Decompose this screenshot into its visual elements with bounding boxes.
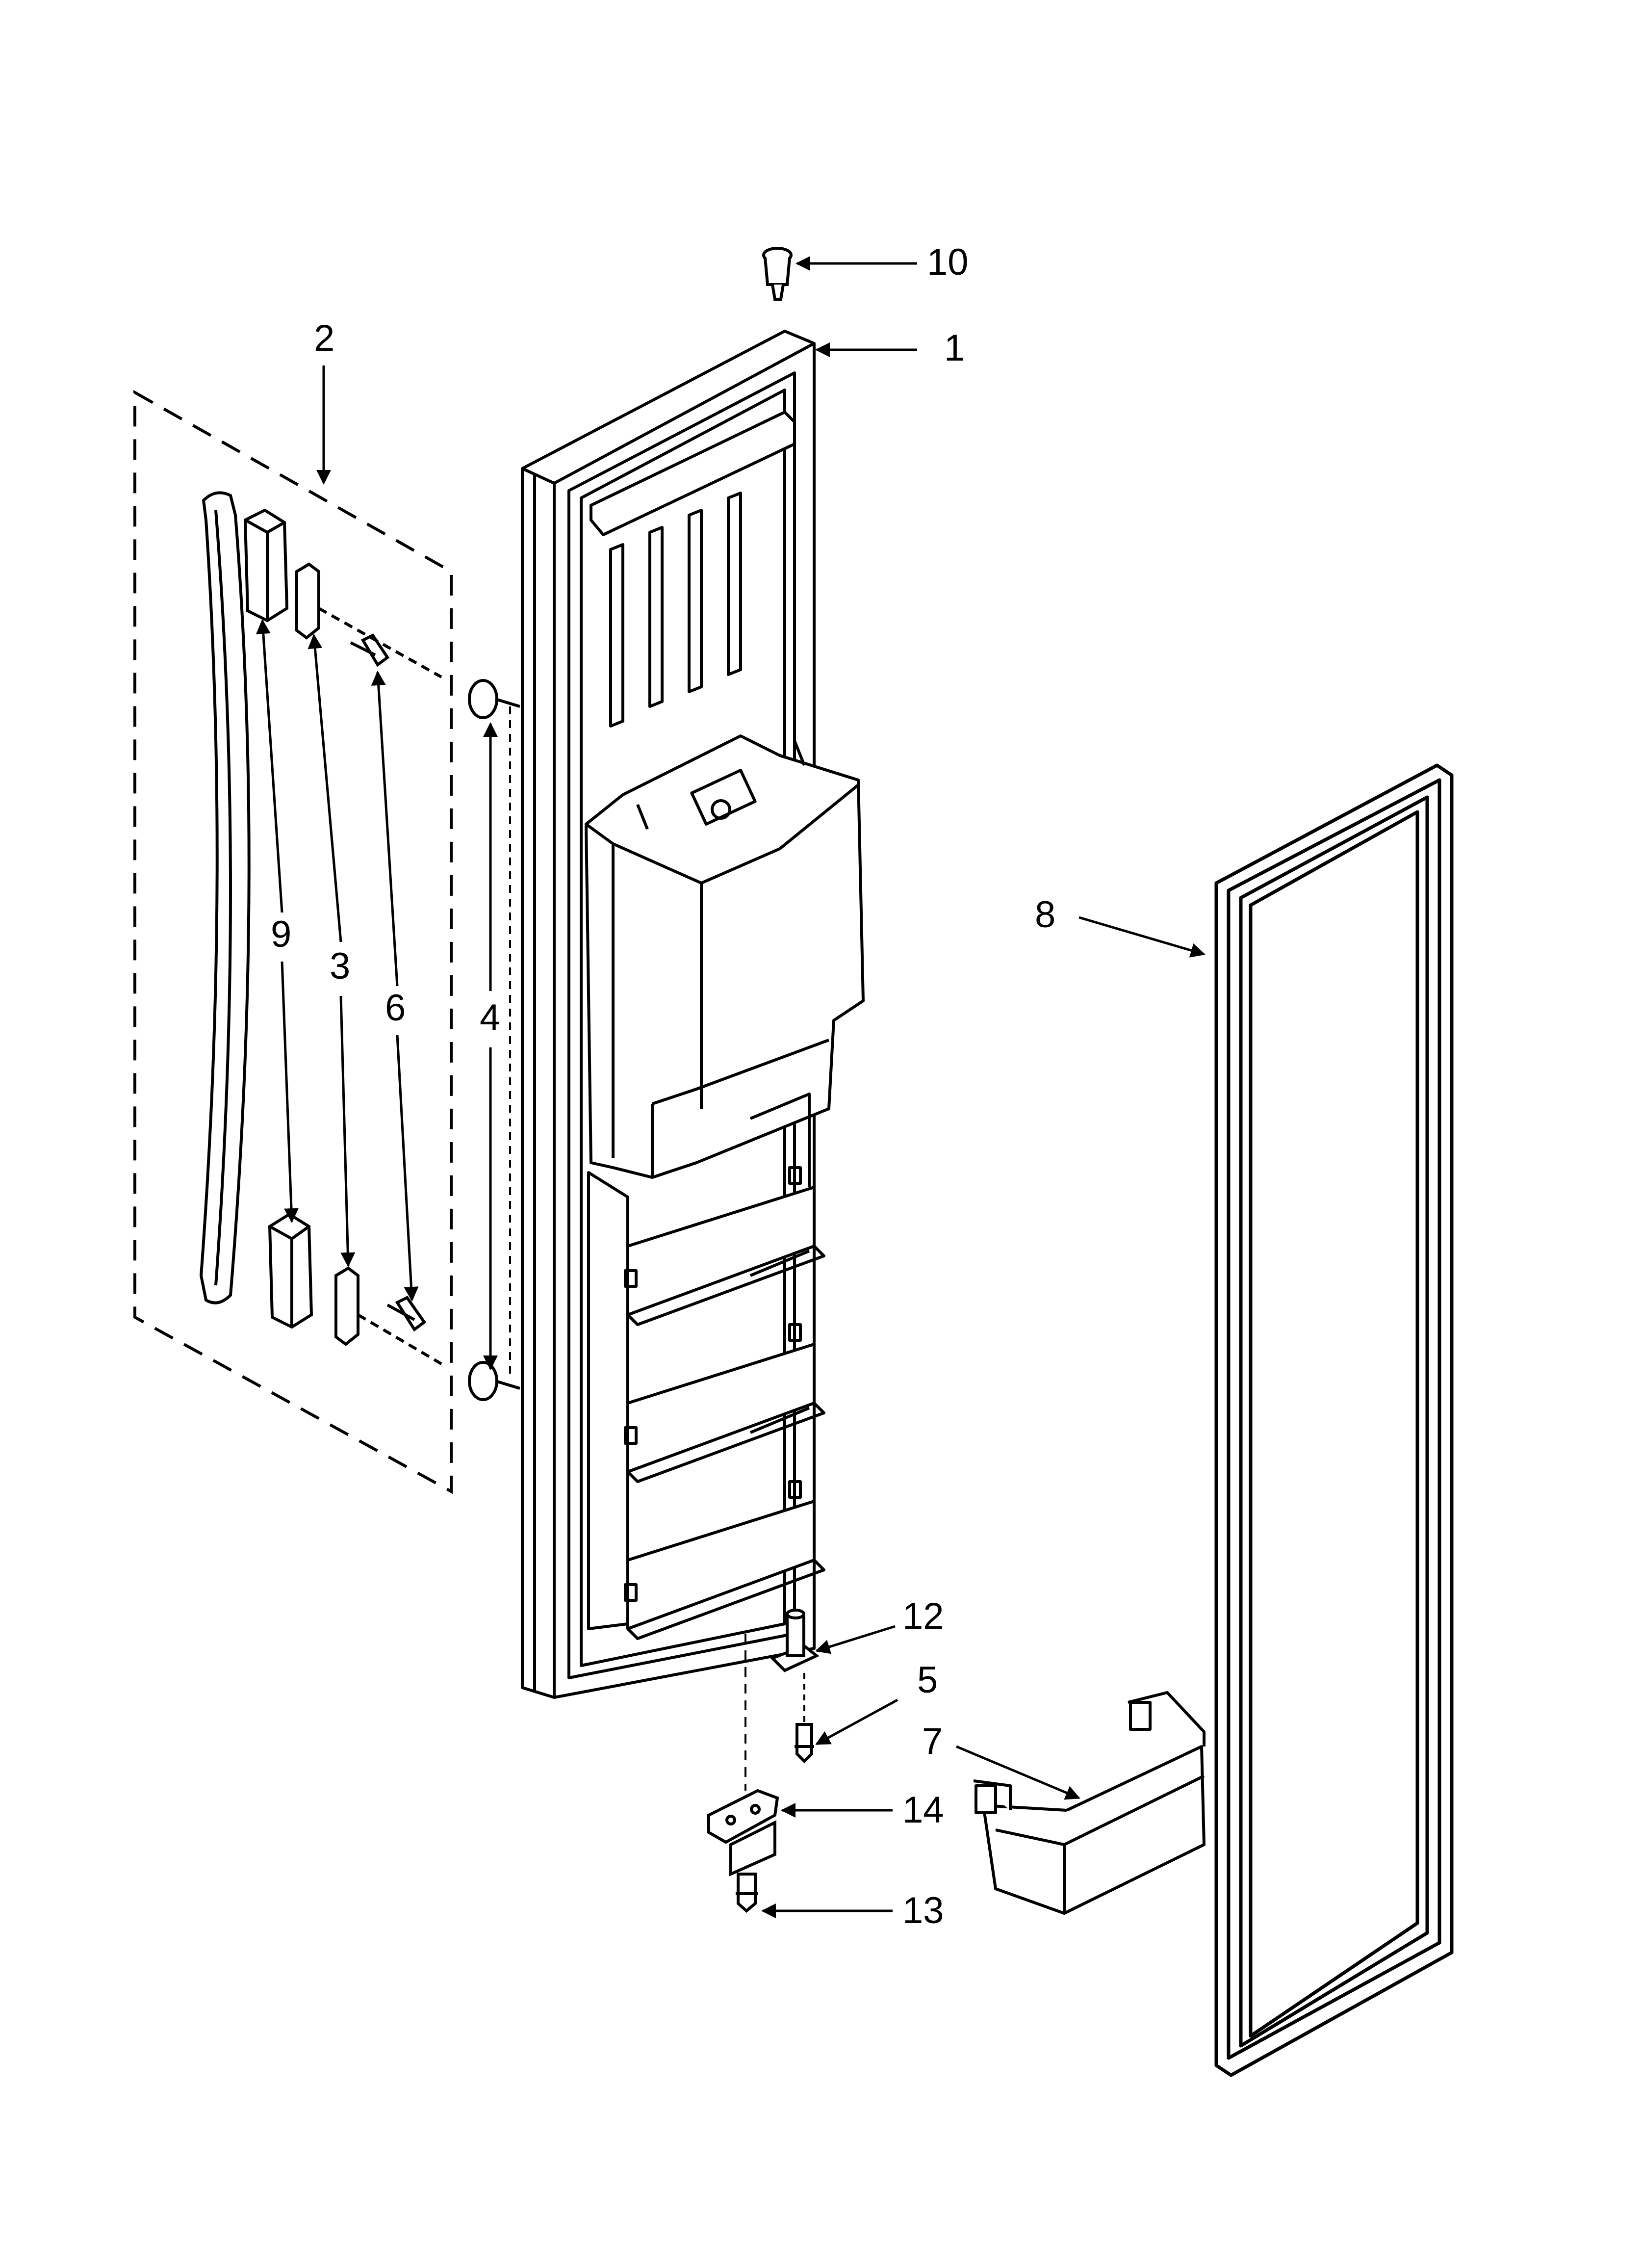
callout-labels: 10 1 2 9 3 6 4 8 12 5 7 14 13 <box>271 241 1055 1931</box>
callout-5: 5 <box>917 1659 938 1701</box>
leader-6-down <box>396 1035 419 1302</box>
callout-14: 14 <box>902 1789 944 1831</box>
handle-assembly <box>133 390 453 1494</box>
callout-1: 1 <box>944 327 965 369</box>
door-bin <box>973 1691 1206 1915</box>
door-stops <box>468 679 520 1401</box>
door-plug <box>762 247 793 301</box>
callout-8: 8 <box>1035 894 1055 936</box>
leader-9-down <box>281 961 299 1223</box>
leader-3-down <box>339 995 356 1267</box>
leader-8 <box>1078 916 1206 958</box>
leader-5 <box>815 1698 898 1746</box>
callout-12: 12 <box>902 1595 944 1637</box>
callout-6: 6 <box>385 987 406 1029</box>
callout-3: 3 <box>330 945 350 987</box>
callout-13: 13 <box>902 1890 944 1931</box>
callout-10: 10 <box>927 241 969 283</box>
callout-leaders <box>256 256 1206 1918</box>
callout-9: 9 <box>271 913 291 955</box>
callout-7: 7 <box>922 1721 943 1762</box>
callout-2: 2 <box>314 317 334 359</box>
leader-9-up <box>256 619 283 913</box>
leader-6-up <box>371 671 399 987</box>
callout-4: 4 <box>480 997 500 1039</box>
door-shelves <box>587 1093 825 1640</box>
door-gasket <box>1214 763 1454 2077</box>
leader-7 <box>956 1745 1080 1800</box>
refrigerator-door <box>521 330 865 1699</box>
leader-3-up <box>308 634 342 942</box>
leader-12 <box>815 1625 896 1654</box>
hinge-parts <box>707 1609 820 1913</box>
